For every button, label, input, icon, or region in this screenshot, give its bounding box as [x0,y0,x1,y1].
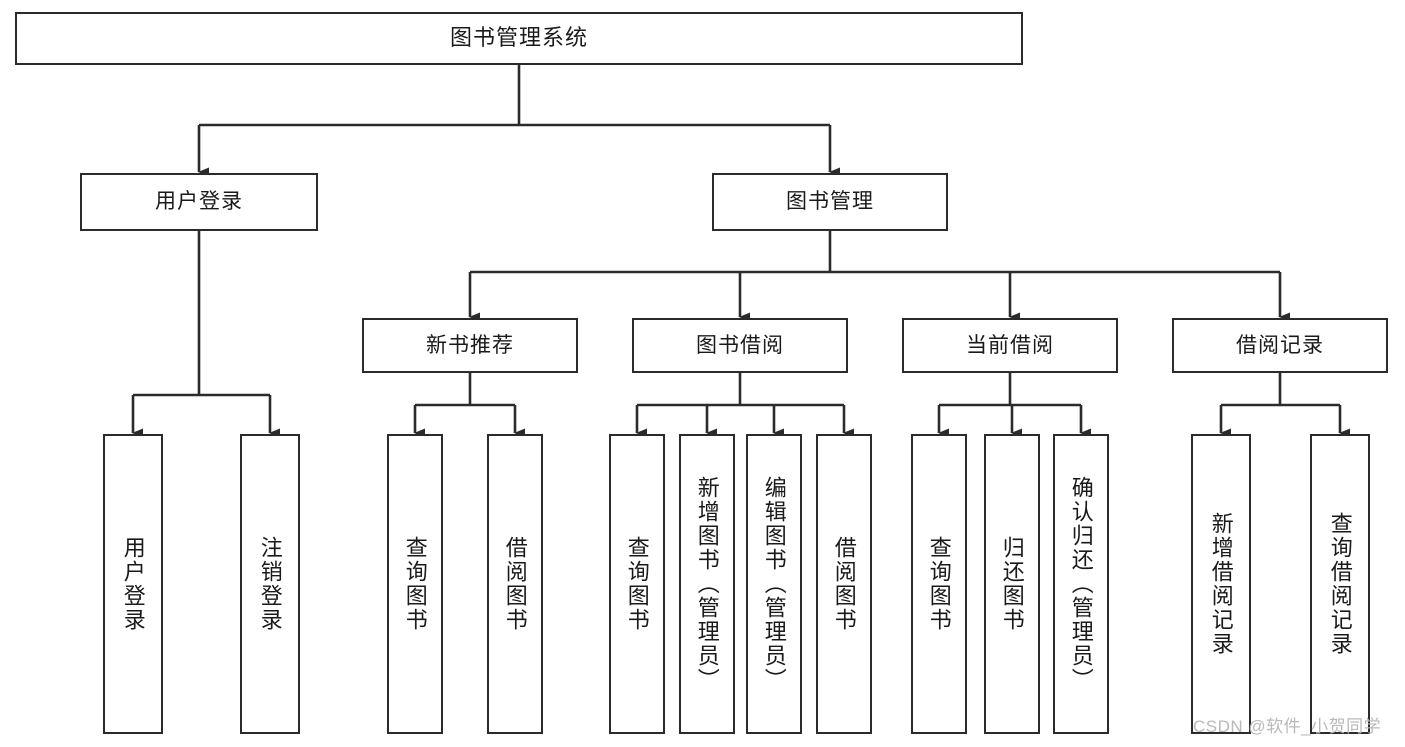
node-leaf-borrow-book-2[interactable]: 借阅图书 [816,434,872,734]
node-new-book-recommend[interactable]: 新书推荐 [362,318,578,373]
node-borrow-record[interactable]: 借阅记录 [1172,318,1388,373]
node-book-manage-label: 图书管理 [786,190,874,214]
node-book-manage[interactable]: 图书管理 [712,173,948,231]
node-leaf-add-book[interactable]: 新增图书（管理员） [679,434,735,734]
node-leaf-borrow-book-1[interactable]: 借阅图书 [487,434,543,734]
node-current-borrow[interactable]: 当前借阅 [902,318,1118,373]
node-leaf-query-record[interactable]: 查询借阅记录 [1310,434,1370,734]
node-book-borrow-label: 图书借阅 [696,333,784,357]
node-leaf-add-book-label: 新增图书（管理员） [694,476,720,692]
node-leaf-add-record[interactable]: 新增借阅记录 [1191,434,1251,734]
node-leaf-confirm-return[interactable]: 确认归还（管理员） [1053,434,1109,734]
node-leaf-return-book-label: 归还图书 [999,536,1025,632]
node-leaf-query-book-1[interactable]: 查询图书 [387,434,443,734]
node-leaf-borrow-book-1-label: 借阅图书 [502,536,528,632]
node-leaf-user-logout-label: 注销登录 [257,536,283,632]
node-leaf-query-book-1-label: 查询图书 [402,536,428,632]
node-new-book-recommend-label: 新书推荐 [426,333,514,357]
node-root-system-label: 图书管理系统 [449,25,588,51]
node-leaf-return-book[interactable]: 归还图书 [984,434,1040,734]
node-user-login-label: 用户登录 [155,190,243,214]
csdn-watermark: CSDN @软件_小贺同学 [1193,717,1382,736]
node-leaf-user-login[interactable]: 用户登录 [103,434,163,734]
node-leaf-edit-book-label: 编辑图书（管理员） [761,476,787,692]
node-leaf-confirm-return-label: 确认归还（管理员） [1068,476,1094,692]
node-leaf-query-book-3-label: 查询图书 [926,536,952,632]
node-leaf-borrow-book-2-label: 借阅图书 [831,536,857,632]
node-leaf-user-login-label: 用户登录 [120,536,146,632]
node-leaf-query-book-3[interactable]: 查询图书 [911,434,967,734]
node-user-login[interactable]: 用户登录 [80,173,318,231]
node-leaf-query-book-2-label: 查询图书 [624,536,650,632]
node-leaf-edit-book[interactable]: 编辑图书（管理员） [746,434,802,734]
node-leaf-add-record-label: 新增借阅记录 [1208,512,1234,656]
node-current-borrow-label: 当前借阅 [966,333,1054,357]
node-borrow-record-label: 借阅记录 [1236,333,1324,357]
node-leaf-query-book-2[interactable]: 查询图书 [609,434,665,734]
node-root-system[interactable]: 图书管理系统 [15,12,1023,65]
node-book-borrow[interactable]: 图书借阅 [632,318,848,373]
node-leaf-user-logout[interactable]: 注销登录 [240,434,300,734]
node-leaf-query-record-label: 查询借阅记录 [1327,512,1353,656]
